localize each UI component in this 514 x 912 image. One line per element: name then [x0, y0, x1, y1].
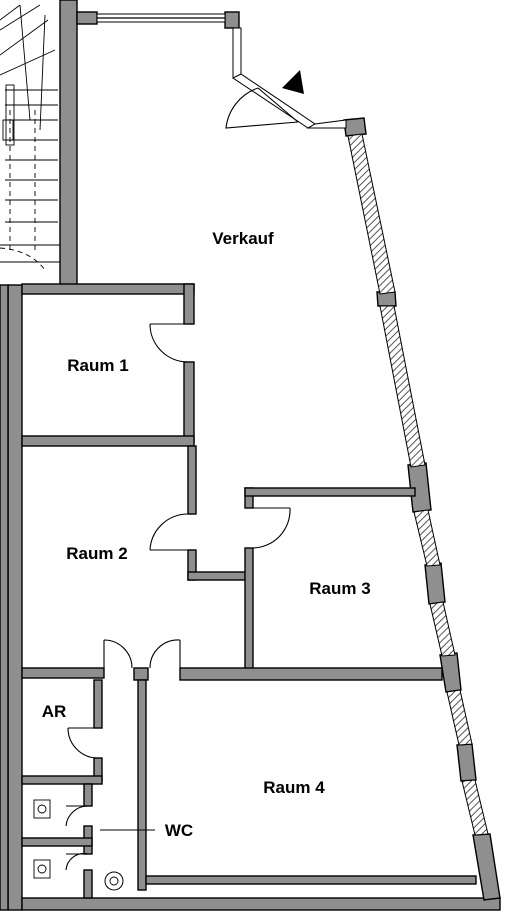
room-label-verkauf: Verkauf — [212, 229, 274, 248]
interior-doors — [65, 323, 291, 871]
toilet-icon — [104, 871, 124, 891]
urinal-icon — [33, 799, 51, 819]
entrance-arrow-icon — [282, 70, 304, 94]
room-label-raum-2: Raum 2 — [66, 544, 127, 563]
room-label-wc: WC — [165, 821, 193, 840]
room-label-raum-4: Raum 4 — [263, 778, 325, 797]
windows — [96, 13, 489, 836]
room-label-ar: AR — [42, 702, 67, 721]
interior-walls — [21, 283, 477, 899]
room-label-raum-3: Raum 3 — [309, 579, 370, 598]
staircase — [0, 4, 60, 271]
room-label-raum-1: Raum 1 — [67, 356, 128, 375]
exterior-walls — [0, 0, 501, 911]
entrance-door — [225, 87, 299, 129]
toilet-icon — [33, 859, 51, 879]
